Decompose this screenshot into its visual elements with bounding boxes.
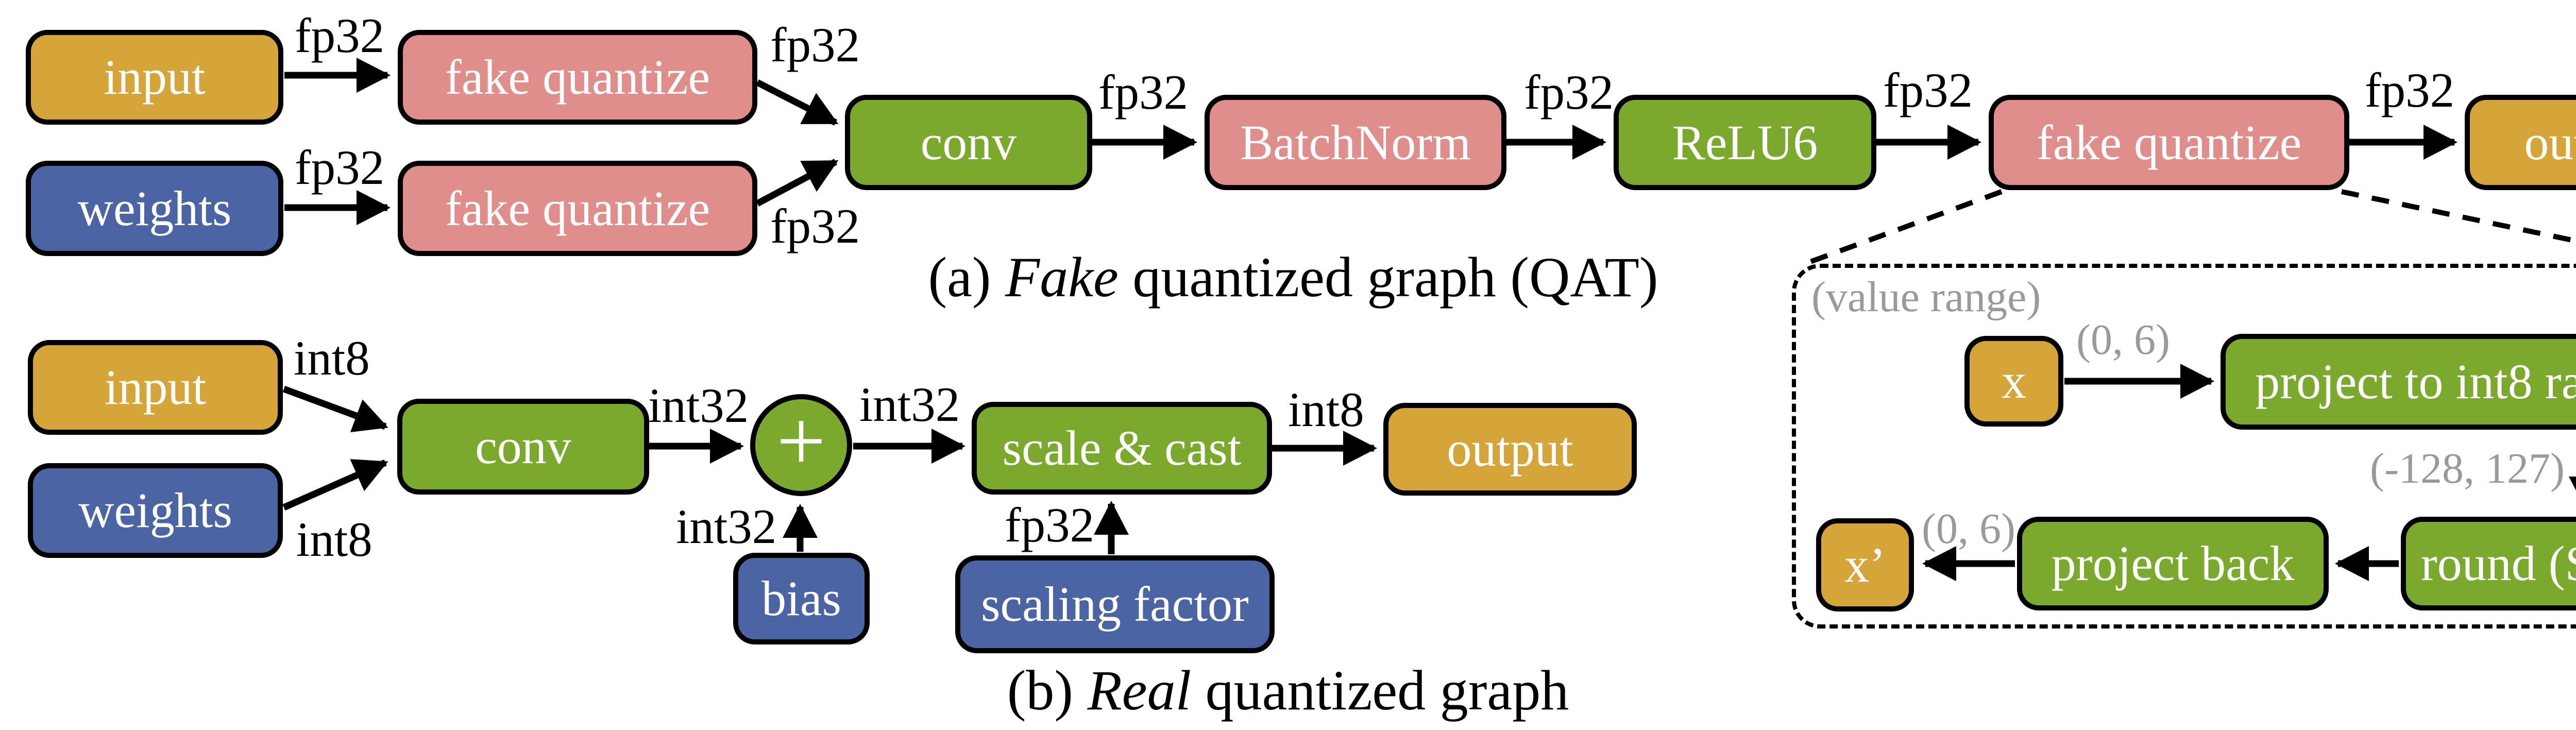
arrows-detail [1922, 364, 2576, 581]
node-b-input: input [28, 340, 283, 435]
node-b-bias: bias [733, 553, 870, 644]
caption-b-prefix: (b) [1007, 659, 1088, 722]
node-b-weights: weights [28, 463, 283, 558]
node-b-add-label: + [776, 393, 826, 489]
node-b-output: output [1383, 403, 1637, 496]
node-detail-x-label: x [2002, 353, 2026, 409]
node-a-relu6: ReLU6 [1614, 95, 1876, 190]
caption-graph-b: (b) Real quantized graph [773, 659, 1803, 722]
node-a-weights-label: weights [77, 180, 232, 236]
node-a-batchnorm: BatchNorm [1205, 95, 1506, 190]
node-a-batchnorm-label: BatchNorm [1240, 114, 1471, 170]
node-a-weights: weights [26, 161, 283, 256]
node-detail-project-back-label: project back [2051, 536, 2295, 591]
node-a-fake-quantize-input-label: fake quantize [445, 49, 710, 105]
caption-b-rest: quantized graph [1191, 659, 1569, 722]
node-a-conv: conv [845, 95, 1092, 190]
caption-a-prefix: (a) [928, 246, 1006, 309]
edge-label-b-scale-output: int8 [1288, 382, 1364, 437]
callout-connector-lines [1800, 189, 2576, 268]
node-b-add: + [750, 394, 852, 496]
edge-label-a-fq-weights-conv: fp32 [770, 199, 860, 253]
node-b-bias-label: bias [761, 571, 841, 626]
detail-note-value-range: (value range) [1811, 273, 2041, 321]
node-b-scale-cast-label: scale & cast [1002, 420, 1242, 476]
caption-graph-a: (a) Fake quantized graph (QAT) [778, 246, 1808, 309]
node-b-weights-label: weights [78, 483, 232, 538]
edge-label-a-fq-output: fp32 [2365, 63, 2455, 117]
node-b-conv: conv [397, 399, 649, 495]
edge-label-a-conv-bn: fp32 [1098, 65, 1189, 120]
node-a-fake-quantize-weights-label: fake quantize [445, 180, 710, 236]
node-a-conv-label: conv [920, 114, 1017, 170]
edge-label-detail-x-range: (0, 6) [2076, 316, 2170, 364]
edge-label-detail-back-range: (0, 6) [1922, 505, 2015, 553]
arrows-graph-b [282, 385, 1377, 554]
callout-connector-left [1800, 189, 2003, 268]
edge-label-a-weights-fq: fp32 [295, 140, 385, 195]
node-detail-project-int8-label: project to int8 range [2255, 354, 2576, 409]
node-detail-project-back: project back [2017, 517, 2329, 610]
node-detail-project-int8: project to int8 range [2221, 334, 2576, 430]
callout-connector-right [2341, 189, 2576, 244]
node-b-scale-cast: scale & cast [972, 402, 1272, 495]
caption-a-rest: quantized graph (QAT) [1118, 246, 1658, 309]
node-b-output-label: output [1447, 421, 1573, 477]
caption-a-italic: Fake [1005, 246, 1118, 309]
edge-label-b-bias-add: int32 [676, 499, 777, 554]
node-a-input: input [26, 30, 283, 125]
arrows-graph-a [284, 58, 2458, 225]
node-a-output: output [2465, 95, 2576, 190]
edge-label-detail-int8-range: (-128, 127) [2370, 445, 2565, 493]
edge-label-a-input-fq: fp32 [295, 8, 385, 63]
node-a-fake-quantize-output: fake quantize [1989, 95, 2349, 190]
node-a-fake-quantize-input: fake quantize [398, 30, 757, 125]
arrow-a-fq-weights-to-conv [755, 159, 839, 207]
node-b-scaling-factor: scaling factor [955, 555, 1275, 653]
node-a-fake-quantize-output-label: fake quantize [2036, 114, 2302, 170]
node-detail-round-ste: round (STE) [2401, 517, 2576, 610]
node-a-relu6-label: ReLU6 [1672, 114, 1818, 170]
edge-label-a-bn-relu: fp32 [1524, 65, 1614, 120]
edge-label-b-conv-add: int32 [648, 378, 749, 433]
arrow-b-weights-to-conv [282, 459, 388, 511]
node-detail-round-ste-label: round (STE) [2420, 536, 2576, 591]
node-detail-x: x [1964, 336, 2063, 427]
edge-label-b-input-conv: int8 [294, 331, 370, 385]
node-b-scaling-factor-label: scaling factor [981, 576, 1249, 632]
arrow-a-fq-input-to-conv [756, 79, 839, 126]
node-b-conv-label: conv [475, 419, 571, 474]
edge-label-a-fq-input-conv: fp32 [770, 18, 860, 72]
node-a-fake-quantize-weights: fake quantize [398, 161, 757, 256]
node-detail-x-prime: x’ [1816, 518, 1914, 612]
node-detail-x-prime-label: x’ [1844, 537, 1886, 592]
fake-quantize-detail-callout [1792, 264, 2576, 629]
edge-label-b-sf-scale: fp32 [1005, 498, 1095, 552]
edge-label-b-weights-conv: int8 [296, 512, 372, 567]
edge-label-b-add-scale: int32 [859, 377, 960, 432]
node-a-input-label: input [104, 49, 206, 105]
arrow-b-input-to-conv [282, 385, 388, 433]
node-b-input-label: input [104, 360, 207, 415]
node-a-output-label: output [2524, 114, 2576, 170]
caption-b-italic: Real [1087, 659, 1192, 722]
edge-label-a-relu-fq: fp32 [1883, 63, 1973, 117]
